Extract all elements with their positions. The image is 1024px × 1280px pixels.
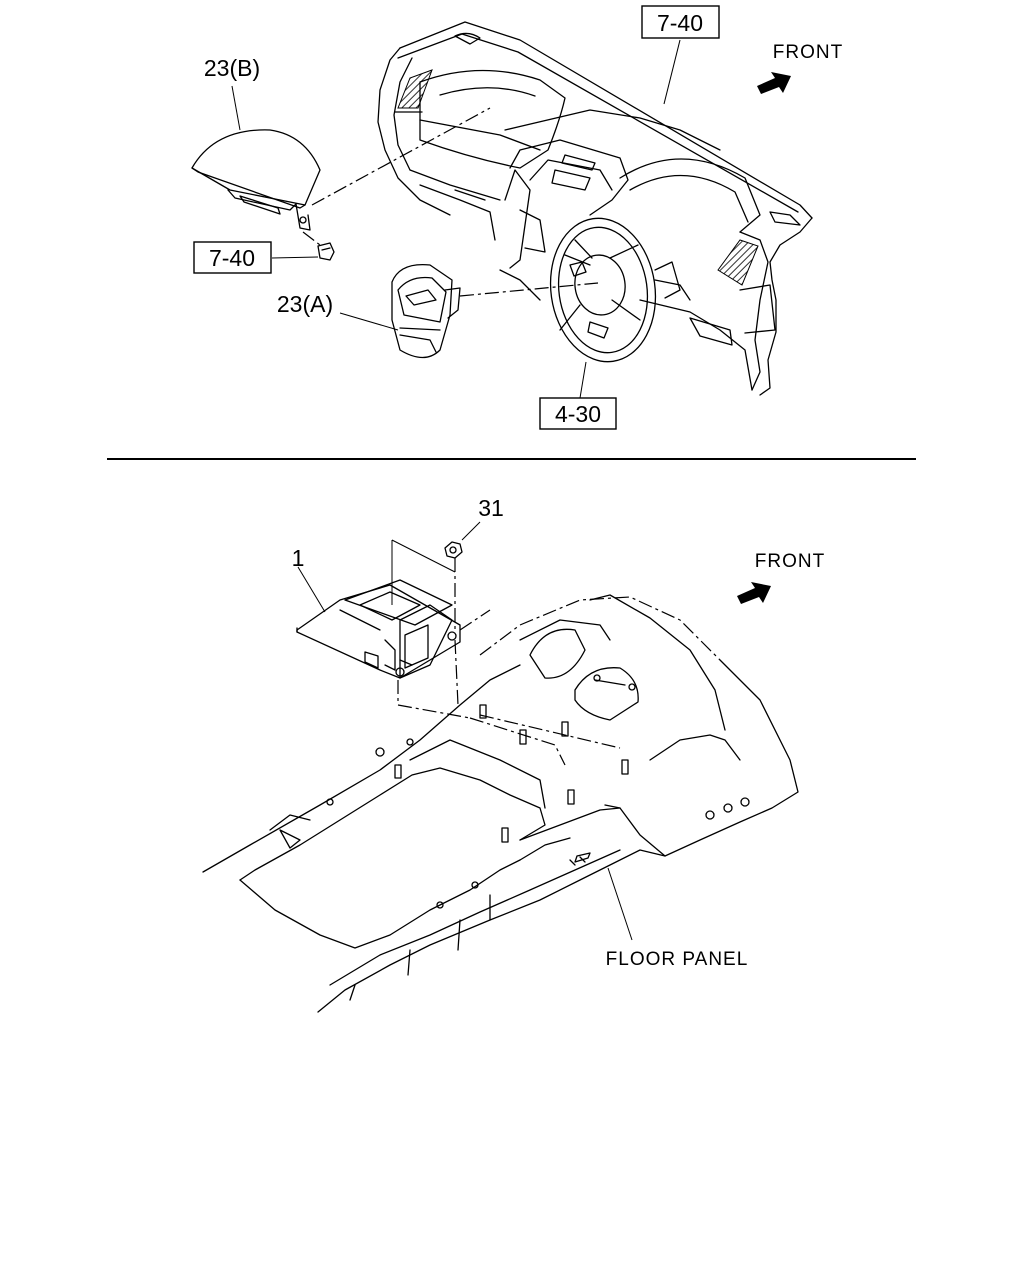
- ref-clip-label: 7-40: [209, 245, 255, 271]
- part-label-passenger-airbag: 23(B): [204, 55, 260, 81]
- part-label-sensor-module: 1: [292, 545, 305, 571]
- mounting-studs: [394, 704, 629, 843]
- clip: [317, 242, 335, 261]
- reference-box-clip: 7-40: [193, 241, 272, 274]
- part-label-driver-airbag: 23(A): [277, 291, 333, 317]
- front-arrow-icon: [757, 72, 791, 94]
- front-label-top: FRONT: [773, 42, 843, 63]
- leaders-bottom: [297, 521, 633, 941]
- airbag-sensor-module: [296, 579, 461, 679]
- dashboard-illustration: [377, 21, 813, 396]
- front-arrow-icon: [737, 582, 771, 604]
- reference-box-dash: 7-40: [641, 5, 720, 39]
- driver-airbag: [391, 263, 461, 359]
- floor-panel-illustration: [202, 594, 799, 1013]
- passenger-airbag: [191, 129, 321, 231]
- ref-wheel-label: 4-30: [555, 401, 601, 427]
- part-label-nut: 31: [478, 495, 504, 521]
- nut: [444, 541, 463, 559]
- floor-panel-label: FLOOR PANEL: [606, 949, 749, 970]
- steering-wheel: [549, 217, 681, 363]
- reference-box-wheel: 4-30: [539, 397, 617, 430]
- front-label-bottom: FRONT: [755, 551, 825, 572]
- leaders-top: [231, 39, 681, 399]
- ref-dash-label: 7-40: [657, 10, 703, 36]
